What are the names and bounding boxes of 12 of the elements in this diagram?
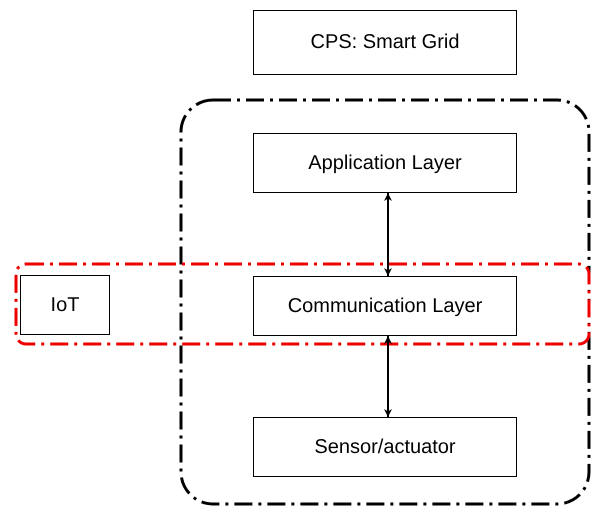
layer-box: [253, 276, 517, 336]
layer-box: [253, 10, 517, 75]
box-label: IoT: [50, 294, 80, 316]
layer-box: [253, 417, 517, 477]
layer-box: [20, 275, 110, 335]
box-label: Sensor/actuator: [314, 436, 456, 458]
layer-box: [253, 133, 517, 193]
double-arrow: [384, 193, 392, 276]
box-label: Application Layer: [308, 152, 462, 174]
box-label: Communication Layer: [288, 294, 482, 318]
double-arrow: [384, 336, 392, 417]
box-label: CPS: Smart Grid: [310, 31, 460, 54]
